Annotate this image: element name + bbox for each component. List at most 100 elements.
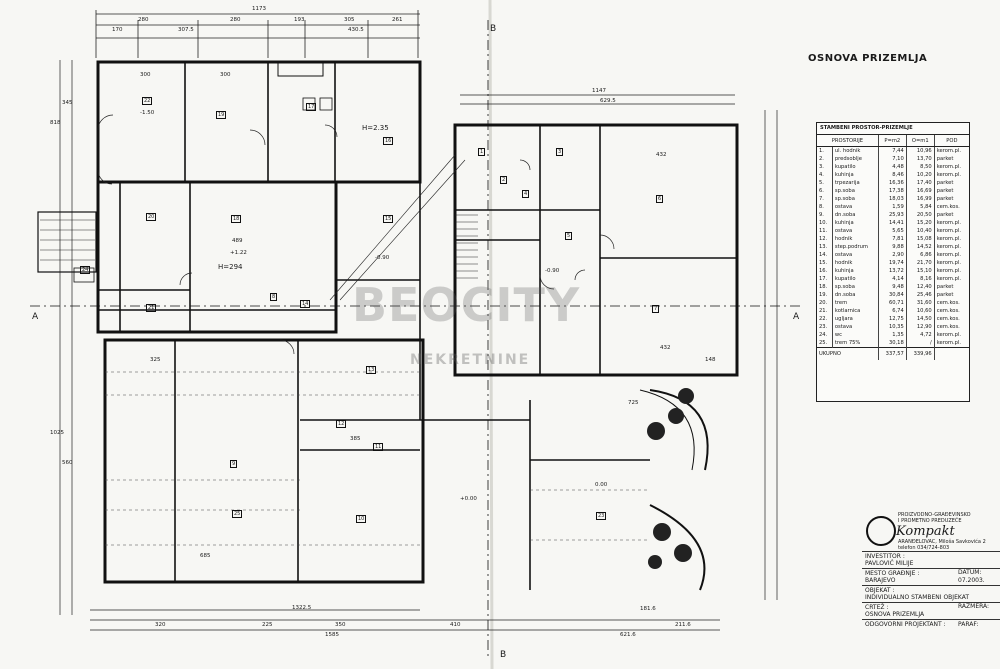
room-floor: kerom.pl.	[936, 268, 962, 274]
room-no: 20.	[817, 299, 833, 307]
room-name: ugljara	[832, 315, 879, 323]
dim-right-2: 432	[656, 152, 667, 158]
room-perimeter: 10,60	[906, 307, 935, 315]
room-area: 12,75	[878, 315, 907, 323]
room-perimeter: 21,70	[906, 259, 935, 267]
table-header-row: PROSTORIJE P=m2 O=m1 POD	[817, 135, 969, 147]
table-total-row: UKUPNO 337,57 339,96	[817, 347, 969, 360]
room-no: 21.	[817, 307, 833, 315]
room-perimeter: 12,90	[906, 323, 935, 331]
room-dim-1: 300	[140, 72, 151, 78]
room-perimeter: 6,86	[906, 251, 935, 259]
section-mark-b-top: B	[490, 24, 497, 34]
room-floor: kerom.pl.	[936, 340, 962, 346]
room-name: kuhinja	[832, 219, 879, 227]
dim-bottom-right: 621.6	[620, 632, 636, 638]
company-address: ARANĐELOVAC, Miloša Savkovića 2	[898, 539, 986, 545]
room-no: 15.	[817, 259, 833, 267]
room-no: 1.	[817, 146, 833, 155]
sheet-title: OSNOVA PRIZEMLJA	[808, 53, 928, 64]
room-floor: kerom.pl.	[936, 332, 962, 338]
section-mark-a-left: A	[32, 312, 39, 322]
room-marker: 24	[80, 266, 91, 274]
room-no: 18.	[817, 283, 833, 291]
height-1: H=2.35	[362, 124, 389, 132]
place-row: MESTO GRAĐNJE :BARAJEVO DATUM: 07.2003.	[862, 568, 1000, 585]
room-perimeter: /	[906, 339, 935, 348]
height-2: H=294	[218, 263, 243, 271]
room-perimeter: 31,60	[906, 299, 935, 307]
dim-bottom-5: 211.6	[675, 622, 691, 628]
room-name: hodnik	[832, 235, 879, 243]
room-area: 10,35	[878, 323, 907, 331]
dim-bottom-mid: 1322.5	[292, 605, 312, 611]
dim-top-2: 280	[138, 17, 149, 23]
room-perimeter: 10,96	[906, 146, 935, 155]
room-perimeter: 15,20	[906, 219, 935, 227]
dim-bottom-6: 181.6	[640, 606, 656, 612]
total-area: 337,57	[878, 347, 907, 360]
total-floor	[934, 347, 969, 360]
drawing-row: CRTEŽ :OSNOVA PRIZEMLJA RAZMERA:	[862, 602, 1000, 619]
room-perimeter: 14,50	[906, 315, 935, 323]
room-area: 17,38	[878, 187, 907, 195]
sign-label: PARAF:	[958, 621, 979, 628]
room-dim-5: 325	[150, 357, 161, 363]
room-perimeter: 20,50	[906, 211, 935, 219]
room-name: ostava	[832, 227, 879, 235]
room-floor: kerom.pl.	[936, 172, 962, 178]
room-area: 30,18	[878, 339, 907, 348]
room-perimeter: 15,08	[906, 235, 935, 243]
room-name: hodnik	[832, 259, 879, 267]
room-no: 17.	[817, 275, 833, 283]
room-area: 7,44	[878, 146, 907, 155]
room-perimeter: 8,16	[906, 275, 935, 283]
room-marker: 12	[336, 420, 347, 428]
room-name: ostava	[832, 203, 879, 211]
room-no: 22.	[817, 315, 833, 323]
room-area: 5,65	[878, 227, 907, 235]
room-name: kupatilo	[832, 163, 879, 171]
room-floor: kerom.pl.	[936, 252, 962, 258]
room-marker: 7	[652, 305, 660, 313]
room-no: 8.	[817, 203, 833, 211]
room-marker: 23	[596, 512, 607, 520]
table-caption: STAMBENI PROSTOR-PRIZEMLJE	[817, 123, 969, 135]
room-name: ostava	[832, 323, 879, 331]
room-area: 13,72	[878, 267, 907, 275]
col-header-rooms: PROSTORIJE	[817, 135, 879, 147]
room-marker: 4	[522, 190, 530, 198]
room-name: kuhinja	[832, 171, 879, 179]
room-marker: 8	[270, 293, 278, 301]
room-marker: 18	[231, 215, 242, 223]
room-area: 19,74	[878, 259, 907, 267]
room-name: ul. hodnik	[832, 146, 879, 155]
room-perimeter: 25,46	[906, 291, 935, 299]
dim-left-3: 1025	[50, 430, 64, 436]
dim-top-6: 305	[344, 17, 355, 23]
room-no: 3.	[817, 163, 833, 171]
section-mark-a-right: A	[793, 312, 800, 322]
room-no: 4.	[817, 171, 833, 179]
height-6: 0.00	[595, 482, 608, 488]
room-name: dn.soba	[832, 211, 879, 219]
date-value: 07.2003.	[958, 577, 985, 584]
watermark-sub: NEKRETNINE	[410, 352, 531, 368]
room-area: 1,59	[878, 203, 907, 211]
room-dim-2: 300	[220, 72, 231, 78]
height-5: +1.22	[230, 250, 247, 256]
height-4: -0.90	[375, 255, 390, 261]
room-floor: parket	[936, 284, 954, 290]
dim-bottom-3: 350	[335, 622, 346, 628]
col-header-area: P=m2	[878, 135, 907, 147]
